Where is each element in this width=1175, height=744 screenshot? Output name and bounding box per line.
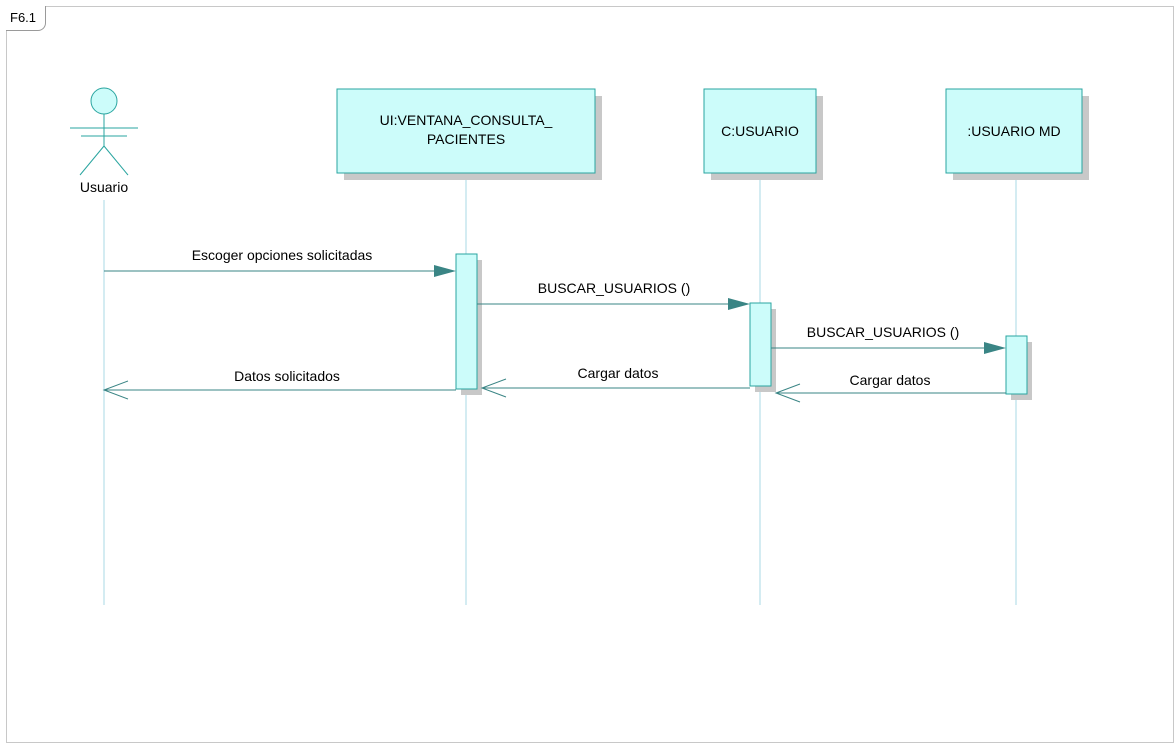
- message-buscar-usuarios-1[interactable]: BUSCAR_USUARIOS (): [477, 280, 750, 310]
- message-label-6: Cargar datos: [850, 372, 931, 388]
- lifeline-box-ctrl[interactable]: C:USUARIO: [703, 88, 823, 180]
- ui-label-line2: PACIENTES: [427, 131, 505, 147]
- message-label-4: Datos solicitados: [234, 368, 340, 384]
- message-label-3: BUSCAR_USUARIOS (): [807, 324, 959, 340]
- activation-md: [1005, 335, 1032, 400]
- message-buscar-usuarios-2[interactable]: BUSCAR_USUARIOS (): [771, 324, 1006, 354]
- message-label-5: Cargar datos: [578, 365, 659, 381]
- actor-usuario[interactable]: Usuario: [70, 87, 138, 195]
- return-cargar-datos-2[interactable]: Cargar datos: [774, 372, 1006, 403]
- actor-label: Usuario: [80, 179, 128, 195]
- message-label-1: Escoger opciones solicitadas: [192, 247, 373, 263]
- return-datos-solicitados[interactable]: Datos solicitados: [102, 368, 456, 400]
- return-cargar-datos-1[interactable]: Cargar datos: [480, 365, 750, 398]
- lifeline-box-ui[interactable]: UI:VENTANA_CONSULTA_ PACIENTES: [336, 88, 602, 180]
- frame-tag: F6.1: [6, 6, 46, 31]
- ctrl-label: C:USUARIO: [721, 123, 799, 139]
- activation-ctrl: [749, 302, 776, 392]
- activation-ui: [455, 253, 482, 395]
- ui-label-line1: UI:VENTANA_CONSULTA_: [380, 112, 553, 128]
- message-label-2: BUSCAR_USUARIOS (): [538, 280, 690, 296]
- lifeline-box-md[interactable]: :USUARIO MD: [945, 88, 1089, 180]
- message-escoger-opciones[interactable]: Escoger opciones solicitadas: [104, 247, 456, 277]
- diagram-frame: [6, 6, 1174, 743]
- md-label: :USUARIO MD: [967, 123, 1060, 139]
